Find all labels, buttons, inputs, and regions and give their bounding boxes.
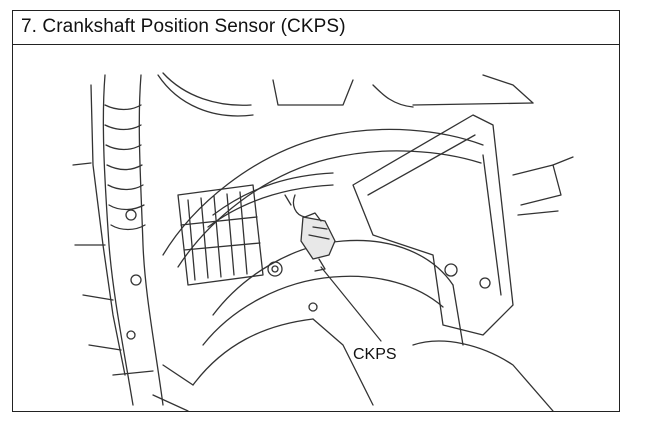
engine-line-drawing: CKPS <box>72 72 574 411</box>
top-arc-hose <box>157 72 534 117</box>
figure-title: 7. Crankshaft Position Sensor (CKPS) <box>21 16 346 37</box>
figure-frame: 7. Crankshaft Position Sensor (CKPS) <box>12 10 620 412</box>
lower-housing <box>152 239 554 411</box>
left-hose <box>102 74 164 406</box>
callout-leader <box>320 266 382 342</box>
left-block <box>72 84 154 376</box>
ckps-sensor <box>284 194 336 272</box>
ckps-callout-label: CKPS <box>353 346 397 363</box>
engine-illustration: CKPS <box>13 45 618 411</box>
bracket-plate <box>352 114 574 336</box>
intake-pipe <box>162 128 484 268</box>
figure-header: 7. Crankshaft Position Sensor (CKPS) <box>13 11 619 45</box>
ribbed-section <box>177 184 264 286</box>
